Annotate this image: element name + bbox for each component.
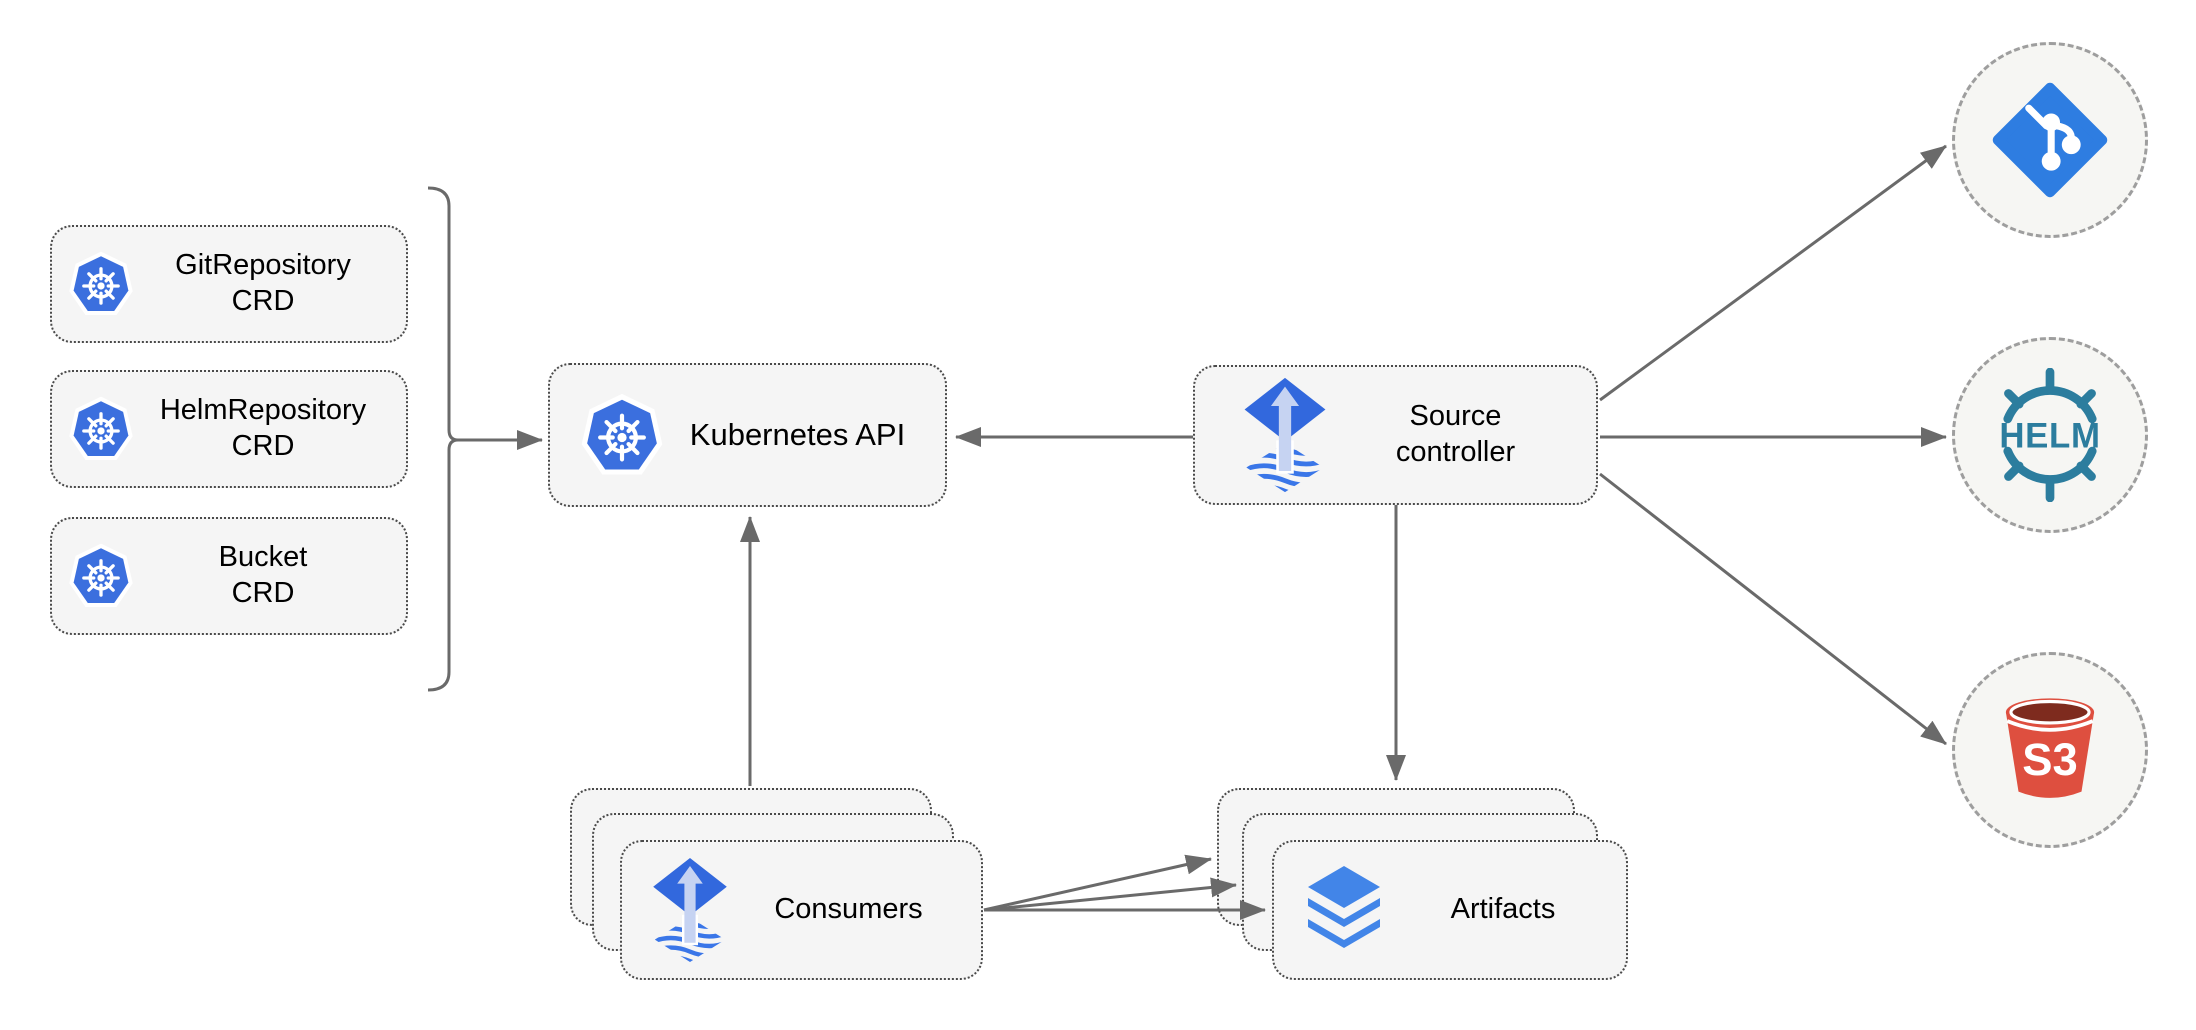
- edge-source-to-s3: [1599, 472, 1947, 746]
- label-line: HelmRepository: [159, 394, 367, 427]
- crd-group-brace: [427, 186, 459, 692]
- node-label: Source controller: [1329, 399, 1596, 471]
- node-gitrepository-crd: GitRepository CRD: [50, 225, 408, 343]
- label-line: GitRepository: [175, 249, 351, 282]
- node-kubernetes-api: Kubernetes API: [548, 363, 947, 507]
- endpoint-helm: HELM: [1952, 337, 2148, 533]
- kubernetes-icon: [581, 393, 663, 475]
- label-line: CRD: [231, 430, 295, 462]
- edge-consumers-to-artifacts-middle: [983, 877, 1237, 912]
- label-line: Bucket: [218, 541, 308, 574]
- node-label: GitRepository CRD: [134, 248, 406, 320]
- edge-source-to-git: [1599, 144, 1947, 402]
- node-consumers: Consumers: [620, 840, 983, 980]
- label-line: Source: [1409, 400, 1502, 433]
- kubernetes-icon: [69, 396, 133, 461]
- s3-bucket-icon: S3: [2005, 698, 2095, 798]
- node-label: Artifacts: [1450, 893, 1556, 926]
- node-label: HelmRepository CRD: [134, 393, 406, 465]
- edge-consumers-to-artifacts-back: [983, 854, 1212, 912]
- helm-wheel-icon: HELM: [1999, 368, 2100, 502]
- label-line: controller: [1395, 436, 1516, 468]
- node-artifacts: Artifacts: [1272, 840, 1628, 980]
- flux-icon: [653, 858, 727, 962]
- endpoint-git: [1952, 42, 2148, 238]
- node-source-controller: Source controller: [1193, 365, 1598, 505]
- node-helmrepository-crd: HelmRepository CRD: [50, 370, 408, 488]
- node-label: Kubernetes API: [689, 416, 906, 452]
- label-line: CRD: [231, 577, 295, 609]
- node-label: Consumers: [774, 893, 923, 926]
- helm-label: HELM: [1999, 417, 2100, 456]
- node-bucket-crd: Bucket CRD: [50, 517, 408, 635]
- kubernetes-icon: [69, 251, 133, 316]
- flux-icon: [1244, 377, 1326, 493]
- label-line: CRD: [231, 285, 295, 317]
- s3-label: S3: [2022, 734, 2077, 785]
- git-icon: [1992, 82, 2108, 198]
- kubernetes-icon: [69, 543, 133, 608]
- endpoint-s3: S3: [1952, 652, 2148, 848]
- layers-icon: [1308, 866, 1380, 948]
- node-label: Bucket CRD: [134, 540, 406, 612]
